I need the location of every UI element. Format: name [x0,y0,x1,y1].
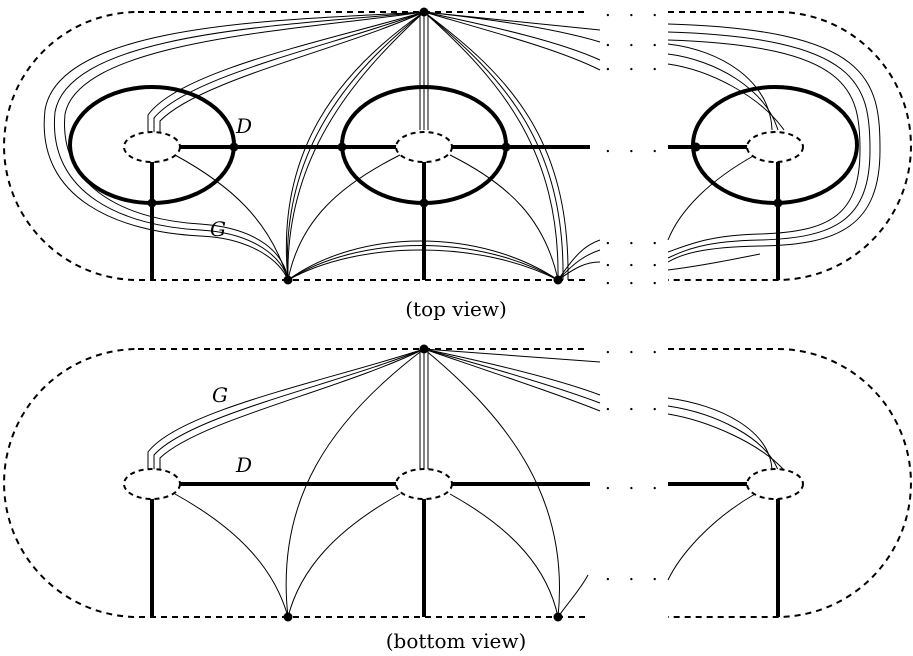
top-view-curves-d [68,85,859,280]
vertex [691,142,701,152]
vertex [419,344,429,354]
vertex [283,275,293,285]
ellipsis: . . . [605,394,664,415]
top-view-vertices [147,7,783,285]
ellipsis: . . . [605,54,664,75]
ellipsis: . . . [605,136,664,157]
ellipsis: . . . [605,473,664,494]
caption-bottom-view: (bottom view) [386,629,527,653]
top-hole-left [123,131,181,163]
bottom-hole-middle [395,468,453,500]
ellipsis: . . . [605,564,664,585]
vertex [419,7,429,17]
vertex [419,198,429,208]
top-view-holes [123,131,804,163]
bottom-view-ellipses: . . . . . . . . . . . . [605,337,664,585]
bottom-view-curves-d [150,482,780,617]
ellipsis: . . . [605,337,664,358]
ellipsis: . . . [605,0,664,21]
top-view-boundary [3,11,912,281]
label-d: D [235,114,252,138]
ellipsis: . . . [605,250,664,271]
vertex [773,198,783,208]
bottom-view-panel: . . . . . . . . . . . . G D (bottom view… [3,337,912,653]
top-view-ellipses: . . . . . . . . . . . . . . . . . . . . … [605,0,664,289]
top-hole-middle [395,131,453,163]
vertex [553,612,563,622]
bottom-hole-right [746,468,804,500]
label-g: G [212,383,228,407]
ellipsis: . . . [605,30,664,51]
top-hole-right [746,131,804,163]
vertex [553,275,563,285]
vertex [147,198,157,208]
bottom-view-holes [123,468,804,500]
vertex [501,142,511,152]
ellipsis: . . . [605,228,664,249]
vertex [337,142,347,152]
caption-top-view: (top view) [405,297,507,321]
vertex [229,142,239,152]
label-g: G [210,217,226,241]
bottom-view-vertices [283,344,563,622]
ellipsis: . . . [605,268,664,289]
top-view-curves-g [43,11,881,281]
label-d: D [235,453,252,477]
top-view-panel: . . . . . . . . . . . . . . . . . . . . … [3,0,912,321]
vertex [283,612,293,622]
bottom-view-curves-g [147,348,785,618]
bottom-hole-left [123,468,181,500]
bottom-view-boundary [3,348,912,618]
